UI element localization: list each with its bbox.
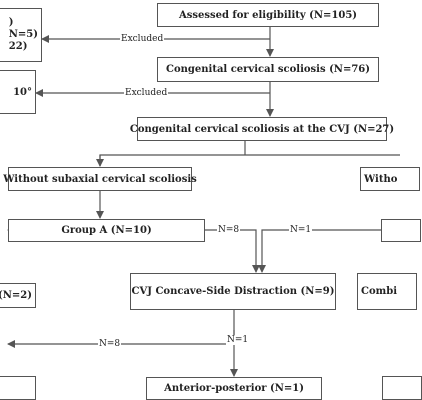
n1-label-bottom: N=1 <box>226 335 250 345</box>
eligibility-text: Assessed for eligibility (N=105) <box>178 9 358 21</box>
excluded-top-box: ) N=5) 22) <box>0 8 42 62</box>
group-b-box <box>381 219 421 242</box>
arrow-group-a-to-distraction <box>205 229 260 273</box>
excluded-mid-box: 10° <box>0 70 36 114</box>
right-bottom-box <box>382 376 422 400</box>
n8-label-group-a: N=8 <box>217 225 241 235</box>
line-cvj-split <box>99 154 400 166</box>
eligibility-box: Assessed for eligibility (N=105) <box>157 3 379 27</box>
excluded-top-line3: 22) <box>8 41 28 52</box>
without-subaxial-text: Without subaxial cervical scoliosis <box>3 173 197 185</box>
excluded-label-top: Excluded <box>120 34 165 44</box>
congenital-box: Congenital cervical scoliosis (N=76) <box>157 57 379 82</box>
n8-label-bottom: N=8 <box>98 339 122 349</box>
with-subaxial-box: Witho <box>360 167 420 191</box>
cvj-text: Congenital cervical scoliosis at the CVJ… <box>129 123 395 135</box>
combined-box: Combi <box>357 273 417 310</box>
cvj-box: Congenital cervical scoliosis at the CVJ… <box>130 117 394 141</box>
excluded-top-line1: ) <box>8 17 14 28</box>
excluded-mid-text: 10° <box>13 86 32 98</box>
with-subaxial-text: Witho <box>364 173 398 185</box>
congenital-text: Congenital cervical scoliosis (N=76) <box>166 64 370 75</box>
excluded-label-mid: Excluded <box>124 88 169 98</box>
distraction-box: CVJ Concave-Side Distraction (N=9) <box>130 273 336 310</box>
group-a-box: Group A (N=10) <box>8 219 205 242</box>
excluded-top-line2: N=5) <box>8 29 38 40</box>
left-mid-box: (N=2) <box>0 283 36 308</box>
anterior-posterior-text: Anterior-posterior (N=1) <box>164 383 304 394</box>
n1-label-right: N=1 <box>289 225 313 235</box>
flowchart: Assessed for eligibility (N=105) ) N=5) … <box>0 3 422 400</box>
distraction-text: CVJ Concave-Side Distraction (N=9) <box>131 286 335 297</box>
left-bottom-box <box>0 376 36 400</box>
group-a-text: Group A (N=10) <box>61 225 152 236</box>
arrow-right-to-distraction <box>258 229 400 273</box>
without-subaxial-box: Without subaxial cervical scoliosis <box>3 167 197 191</box>
left-mid-text: (N=2) <box>0 290 32 301</box>
anterior-posterior-box: Anterior-posterior (N=1) <box>146 377 322 400</box>
combined-text: Combi <box>361 286 398 297</box>
